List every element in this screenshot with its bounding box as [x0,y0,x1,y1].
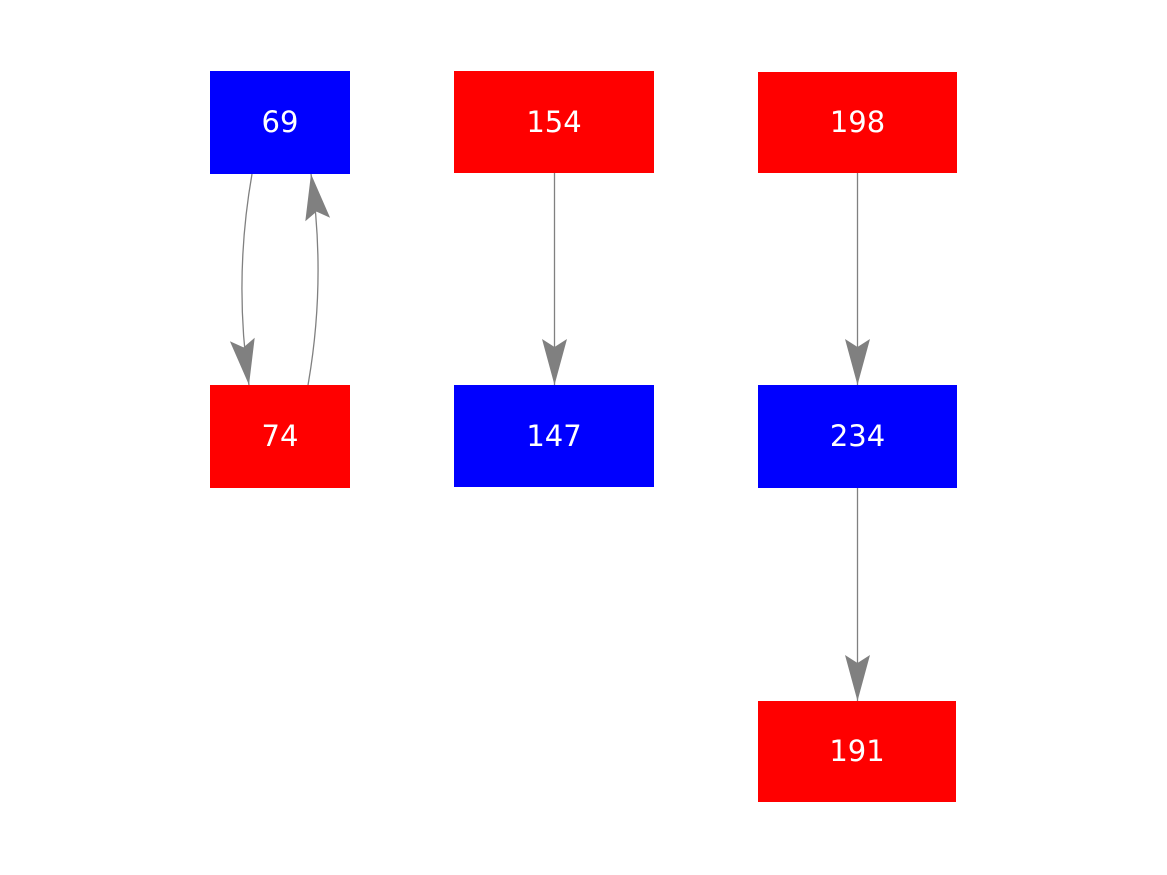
edge-234-191-arrowhead-icon [845,655,870,701]
node-69: 69 [210,71,350,174]
node-74: 74 [210,385,350,488]
node-234: 234 [758,385,957,488]
edge-154-147-arrowhead-icon [542,339,567,385]
node-191: 191 [758,701,956,802]
node-154: 154 [454,71,654,173]
edge-74-69-arrowhead-icon [305,174,331,222]
node-198: 198 [758,72,957,173]
node-147: 147 [454,385,654,487]
edge-69-74-arrowhead-icon [229,337,255,385]
edge-198-234-arrowhead-icon [845,339,870,385]
